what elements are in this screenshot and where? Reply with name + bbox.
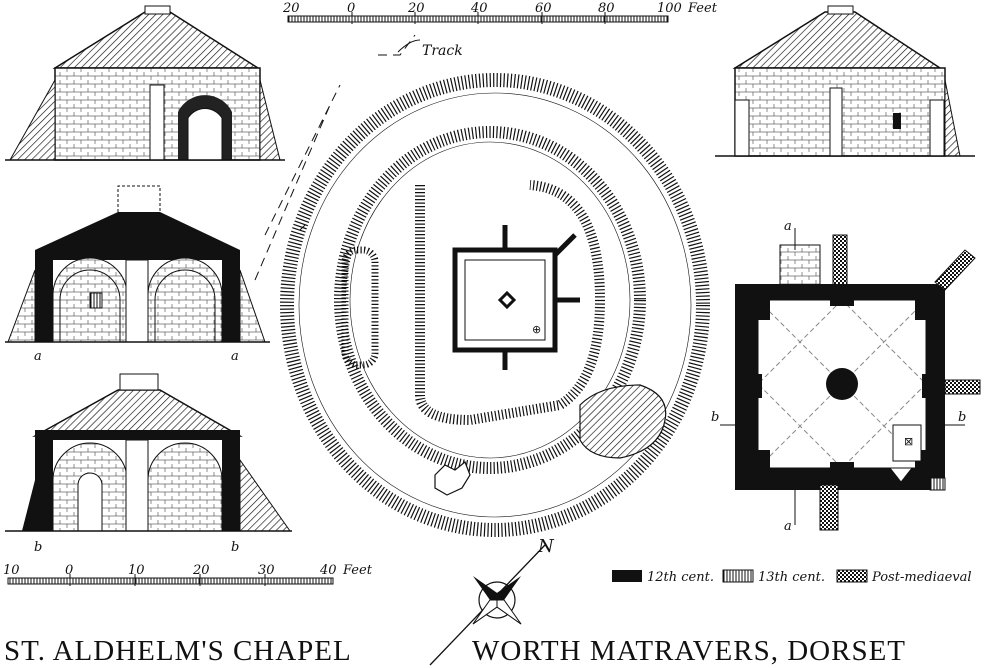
section-b-left-label: b	[34, 540, 42, 555]
legend-label-13th: 13th cent.	[758, 570, 825, 585]
section-a-left-label: a	[34, 349, 42, 364]
bottom-scale-tick-40: 40	[319, 563, 337, 578]
site-plan-earthworks: Track	[254, 34, 710, 537]
top-scale-tick-0: 0	[347, 1, 355, 16]
section-b-b: b b	[5, 373, 292, 555]
bottom-scale-tick-30: 30	[258, 563, 275, 578]
section-a-a: a a	[5, 185, 270, 364]
svg-text:⊠: ⊠	[904, 435, 913, 448]
title-left: ST. ALDHELM'S CHAPEL	[4, 635, 352, 667]
svg-text:⊕: ⊕	[532, 323, 541, 336]
track-label: Track	[422, 43, 463, 59]
top-scale-tick-80: 80	[598, 1, 615, 16]
top-scale-tick-20a: 20	[282, 1, 300, 16]
legend: 12th cent. 13th cent. Post-mediaeval	[612, 569, 972, 585]
north-label: N	[537, 536, 555, 557]
bottom-scale-tick-20: 20	[192, 563, 210, 578]
elevation-west	[5, 5, 285, 161]
legend-swatch-post	[836, 569, 868, 583]
title-right: WORTH MATRAVERS, DORSET	[472, 635, 906, 667]
plan-a-bottom-label: a	[784, 519, 792, 534]
north-arrow-compass: N	[429, 536, 555, 666]
bottom-scale-tick-10b: 10	[128, 563, 145, 578]
legend-swatch-12th	[612, 570, 642, 582]
bottom-scale-unit: Feet	[342, 563, 373, 578]
top-scale-bar: 20 0 20 40 60 80 100 Feet	[282, 1, 718, 24]
bottom-scale-tick-10a: 10	[3, 563, 20, 578]
top-scale-tick-20b: 20	[407, 1, 425, 16]
ground-plan: ⊠ a a b b	[711, 219, 981, 534]
elevation-east	[715, 5, 975, 157]
bottom-scale-bar: 10 0 10 20 30 40 Feet	[3, 563, 373, 586]
legend-label-12th: 12th cent.	[647, 570, 714, 585]
section-a-right-label: a	[231, 349, 239, 364]
top-scale-tick-100: 100	[657, 1, 682, 16]
legend-label-post: Post-mediaeval	[871, 570, 972, 585]
top-scale-unit: Feet	[687, 1, 718, 16]
chapel-footprint-site: ⊕	[452, 225, 580, 370]
top-scale-tick-60: 60	[535, 1, 552, 16]
plan-b-left-label: b	[711, 410, 719, 425]
plan-a-top-label: a	[784, 219, 792, 234]
plan-b-right-label: b	[958, 410, 966, 425]
legend-swatch-13th	[722, 569, 754, 583]
top-scale-tick-40: 40	[470, 1, 488, 16]
section-b-right-label: b	[231, 540, 239, 555]
bottom-scale-tick-0: 0	[65, 563, 73, 578]
